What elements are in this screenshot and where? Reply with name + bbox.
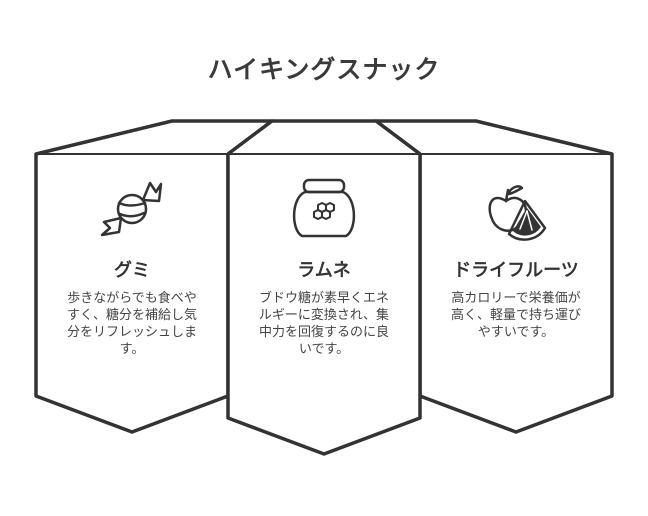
item-heading-dried-fruit: ドライフルーツ (453, 260, 579, 281)
panel-middle-shape (226, 119, 422, 456)
fruit-slice-icon (488, 185, 547, 241)
candy-icon (100, 181, 163, 237)
panel-right-shape (374, 119, 614, 434)
item-heading-gummy: グミ (114, 260, 150, 281)
item-heading-ramune: ラムネ (297, 260, 351, 281)
item-description-gummy: 歩きながらでも食べやすく、糖分を補給し気分をリフレッシュします。 (66, 291, 197, 357)
page-title: ハイキングスナック (207, 55, 441, 84)
item-description-ramune: ブドウ糖が素早くエネルギーに変換され、集中力を回復するのに良いです。 (258, 291, 390, 357)
item-description-dried-fruit: 高カロリーで栄養価が高く、軽量で持ち運びやすいです。 (450, 291, 581, 340)
honey-jar-icon (292, 178, 356, 238)
